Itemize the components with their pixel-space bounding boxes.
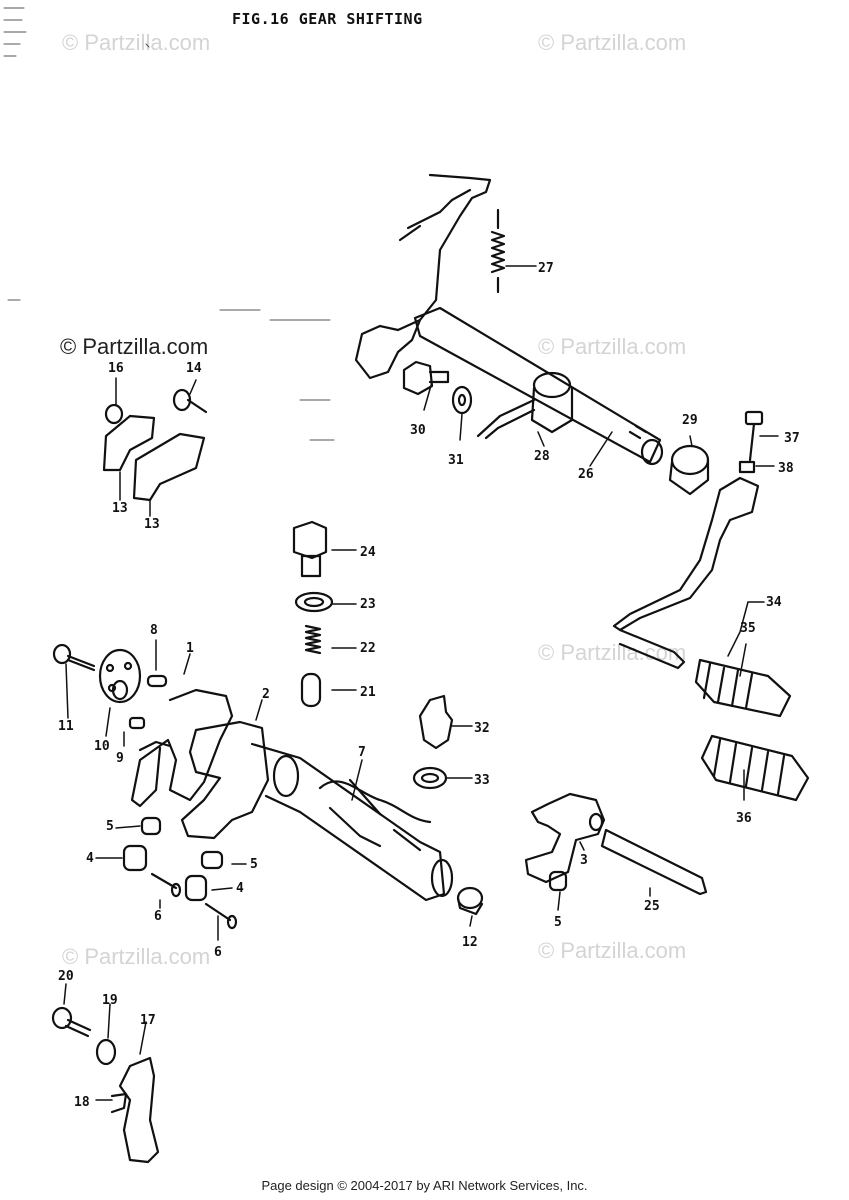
callout-27: 27 <box>538 261 554 276</box>
callout-33: 33 <box>474 773 490 788</box>
part-8-pin <box>146 674 168 688</box>
callout-16: 16 <box>108 361 124 376</box>
callout-6: 6 <box>154 909 162 924</box>
callout-5: 5 <box>250 857 258 872</box>
part-37-bolt <box>744 410 764 462</box>
callout-22: 22 <box>360 641 376 656</box>
callout-10: 10 <box>94 739 110 754</box>
callout-38: 38 <box>778 461 794 476</box>
page-footer: Page design © 2004-2017 by ARI Network S… <box>261 1178 588 1193</box>
callout-31: 31 <box>448 453 464 468</box>
part-5-roller <box>140 816 162 836</box>
callout-24: 24 <box>360 545 376 560</box>
callout-13: 13 <box>112 501 128 516</box>
part-25-fork-shaft <box>600 828 708 896</box>
part-14-screw <box>172 388 208 414</box>
part-33-o-ring <box>412 766 448 790</box>
part-31-washer <box>451 385 473 415</box>
part-26-shift-shaft <box>354 173 664 466</box>
callout-29: 29 <box>682 413 698 428</box>
part-35-footrest-rubber <box>694 658 792 718</box>
part-30-bolt <box>402 360 450 396</box>
part-20-bolt <box>51 1006 92 1038</box>
part-4-guide-pin <box>122 844 148 872</box>
callout-25: 25 <box>644 899 660 914</box>
part-38-nut <box>738 460 756 474</box>
watermark: © Partzilla.com <box>538 938 687 963</box>
watermark: © Partzilla.com <box>60 334 209 359</box>
part-10-cam-plate <box>98 648 142 704</box>
part-9-pin <box>128 716 146 730</box>
part-5-roller <box>548 870 568 892</box>
callout-5: 5 <box>106 819 114 834</box>
part-34-shift-lever <box>612 476 760 670</box>
part-21-pin <box>300 672 322 708</box>
watermark: © Partzilla.com <box>62 944 211 969</box>
callout-19: 19 <box>102 993 118 1008</box>
part-28-collar <box>476 371 574 440</box>
callout-14: 14 <box>186 361 202 376</box>
callout-12: 12 <box>462 935 478 950</box>
callout-3: 3 <box>580 853 588 868</box>
part-18-spring <box>110 1092 128 1114</box>
callout-7: 7 <box>358 745 366 760</box>
callout-23: 23 <box>360 597 376 612</box>
part-27-spring <box>490 208 506 294</box>
part-2-shift-fork <box>180 720 270 840</box>
callout-4: 4 <box>86 851 94 866</box>
callout-30: 30 <box>410 423 426 438</box>
part-4-guide-pin <box>184 874 208 902</box>
callout-11: 11 <box>58 719 74 734</box>
callout-4: 4 <box>236 881 244 896</box>
part-22-spring <box>304 624 322 655</box>
part-1-shift-fork <box>130 688 234 808</box>
callout-1: 1 <box>186 641 194 656</box>
part-11-bolt <box>52 643 96 672</box>
part-29-bushing <box>668 444 710 496</box>
callout-28: 28 <box>534 449 550 464</box>
watermark: © Partzilla.com <box>62 30 211 55</box>
part-3-shift-fork <box>524 792 606 884</box>
callout-21: 21 <box>360 685 376 700</box>
callout-37: 37 <box>784 431 800 446</box>
callout-32: 32 <box>474 721 490 736</box>
callout-5: 5 <box>554 915 562 930</box>
callout-9: 9 <box>116 751 124 766</box>
part-23-gasket <box>294 591 334 613</box>
callout-36: 36 <box>736 811 752 826</box>
callout-26: 26 <box>578 467 594 482</box>
callout-6: 6 <box>214 945 222 960</box>
callout-13: 13 <box>144 517 160 532</box>
callout-2: 2 <box>262 687 270 702</box>
callout-18: 18 <box>74 1095 90 1110</box>
scan-speckle <box>3 7 335 441</box>
callout-20: 20 <box>58 969 74 984</box>
callout-17: 17 <box>140 1013 156 1028</box>
part-17-stopper-arm <box>118 1056 160 1164</box>
callout-35: 35 <box>740 621 756 636</box>
part-6-screw <box>150 872 182 898</box>
leader-lines <box>63 265 779 1101</box>
watermark: © Partzilla.com <box>538 334 687 359</box>
part-36-pedal-rubber <box>700 734 810 802</box>
part-32-neutral-switch <box>418 694 454 750</box>
watermark: © Partzilla.com <box>538 30 687 55</box>
part-12-plug <box>456 886 484 916</box>
part-7-shift-drum <box>250 742 454 902</box>
part-6-screw <box>204 902 238 930</box>
callout-labels: 1 2 3 4 4 5 5 5 6 6 7 8 9 10 11 12 13 13… <box>58 261 800 1110</box>
callout-34: 34 <box>766 595 782 610</box>
callout-8: 8 <box>150 623 158 638</box>
part-5-roller <box>200 850 224 870</box>
part-16-washer <box>104 403 124 425</box>
part-24-plug <box>292 520 328 578</box>
figure-title: FIG.16 GEAR SHIFTING <box>232 10 423 28</box>
part-19-washer <box>95 1038 117 1066</box>
part-13-plate <box>102 414 206 502</box>
